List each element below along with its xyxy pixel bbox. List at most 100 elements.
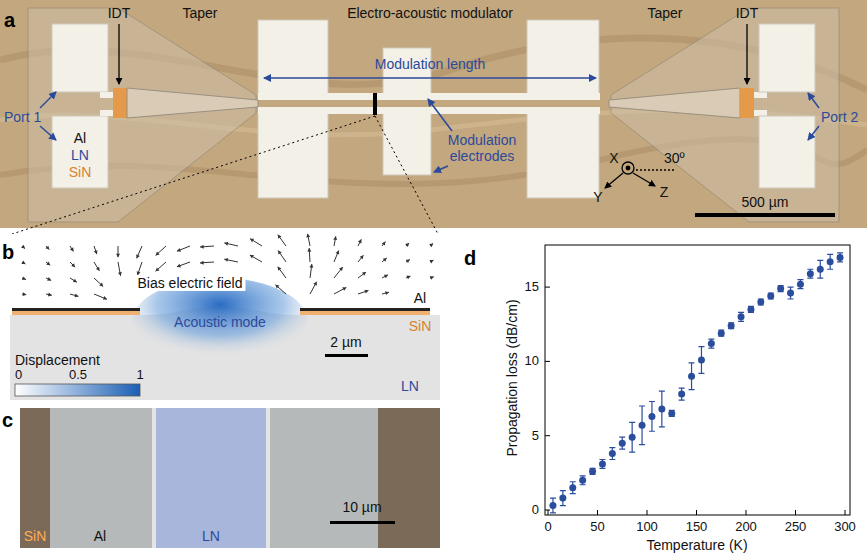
scale-bar [695, 213, 835, 217]
data-point [708, 340, 715, 347]
sem-image [156, 408, 266, 548]
field-arrow [136, 254, 140, 258]
annotation-arrow [428, 99, 452, 131]
field-arrow [96, 267, 100, 271]
data-point [639, 406, 645, 445]
field-arrow [250, 239, 254, 243]
data-point [837, 254, 844, 261]
field-arrow [47, 277, 51, 281]
field-arrow [382, 242, 385, 246]
field-arrow [137, 262, 142, 275]
field-arrow [74, 294, 78, 298]
field-arrow [200, 261, 204, 265]
field-arrow [278, 235, 286, 246]
field-arrow [358, 239, 362, 243]
field-arrow [342, 287, 346, 291]
field-arrow [200, 245, 204, 249]
micrograph [373, 93, 377, 115]
field-arrow [334, 267, 343, 278]
colorbar-tick: 0 [15, 368, 22, 383]
crystal-axes [633, 173, 655, 186]
field-arrow [333, 236, 337, 240]
field-arrow [275, 285, 279, 289]
micrograph [740, 88, 754, 118]
tick-label: 15 [525, 280, 539, 295]
data-point [747, 306, 754, 313]
part-name: Taper [182, 5, 217, 21]
sem-image [152, 408, 156, 548]
data-point [738, 313, 745, 320]
data-point [590, 468, 596, 474]
data-point [837, 253, 843, 262]
field-arrow [71, 263, 75, 267]
field-arrow [358, 272, 366, 278]
tick-label: 250 [785, 520, 807, 535]
material-name: Al [94, 528, 106, 544]
field-arrow [278, 267, 282, 271]
micrograph [754, 92, 767, 98]
axis-name: X [609, 150, 618, 166]
data-point [579, 477, 586, 484]
field-arrow [137, 246, 142, 258]
data-point [758, 299, 764, 305]
colorbar-tick: 0.5 [69, 368, 87, 383]
field-arrow [405, 243, 409, 247]
chart-axes [795, 510, 796, 515]
annotation-arrow [264, 77, 596, 79]
field-arrow [177, 248, 181, 252]
field-arrow [360, 255, 364, 259]
field-arrow [336, 250, 340, 254]
data-point [787, 290, 794, 297]
tick-label: 100 [636, 520, 658, 535]
part-name: Modulation electrodes [432, 132, 532, 164]
cross-section [15, 384, 140, 396]
data-point [659, 391, 665, 427]
idt-pointer [118, 24, 119, 84]
colorbar-tick: 1 [136, 368, 143, 383]
tick-label: 300 [834, 520, 856, 535]
part-name: Electro-acoustic modulator [347, 5, 513, 21]
field-arrow [306, 234, 310, 238]
data-point [827, 258, 834, 265]
field-arrow [22, 292, 26, 296]
field-arrow [313, 282, 317, 286]
field-arrow [73, 279, 77, 283]
field-arrow [406, 243, 409, 246]
field-arrow [94, 246, 97, 254]
field-arrow [46, 246, 49, 250]
field-arrow [250, 255, 262, 262]
data-point [788, 287, 794, 299]
data-point [688, 373, 695, 380]
annotation-arrow [40, 92, 56, 108]
data-point [629, 434, 636, 441]
data-point [589, 468, 596, 475]
part-name: Taper [647, 5, 682, 21]
field-arrow [70, 246, 73, 251]
crystal-axes [626, 166, 630, 170]
field-arrow [48, 293, 52, 297]
field-arrow [406, 259, 410, 263]
field-arrow [156, 267, 160, 271]
chart-axes [545, 245, 850, 515]
data-point [797, 281, 804, 288]
data-point [639, 422, 646, 429]
field-arrow [430, 276, 434, 280]
field-arrow [278, 267, 286, 278]
part-name: IDT [736, 5, 759, 21]
field-arrow [46, 261, 50, 265]
data-point [658, 405, 665, 412]
annotation-arrow [40, 126, 56, 140]
field-arrow [307, 248, 311, 252]
zoom-guide [12, 116, 438, 234]
data-point [599, 460, 606, 467]
dimension-label: Modulation length [375, 56, 486, 72]
field-arrow [22, 276, 26, 280]
tick-label: 0 [532, 503, 539, 518]
micrograph [759, 116, 815, 188]
idt-pointer [746, 24, 747, 84]
angle-label: 30º [664, 150, 685, 166]
field-arrow [70, 247, 74, 251]
micrograph [0, 0, 867, 228]
cross-section [12, 308, 140, 311]
